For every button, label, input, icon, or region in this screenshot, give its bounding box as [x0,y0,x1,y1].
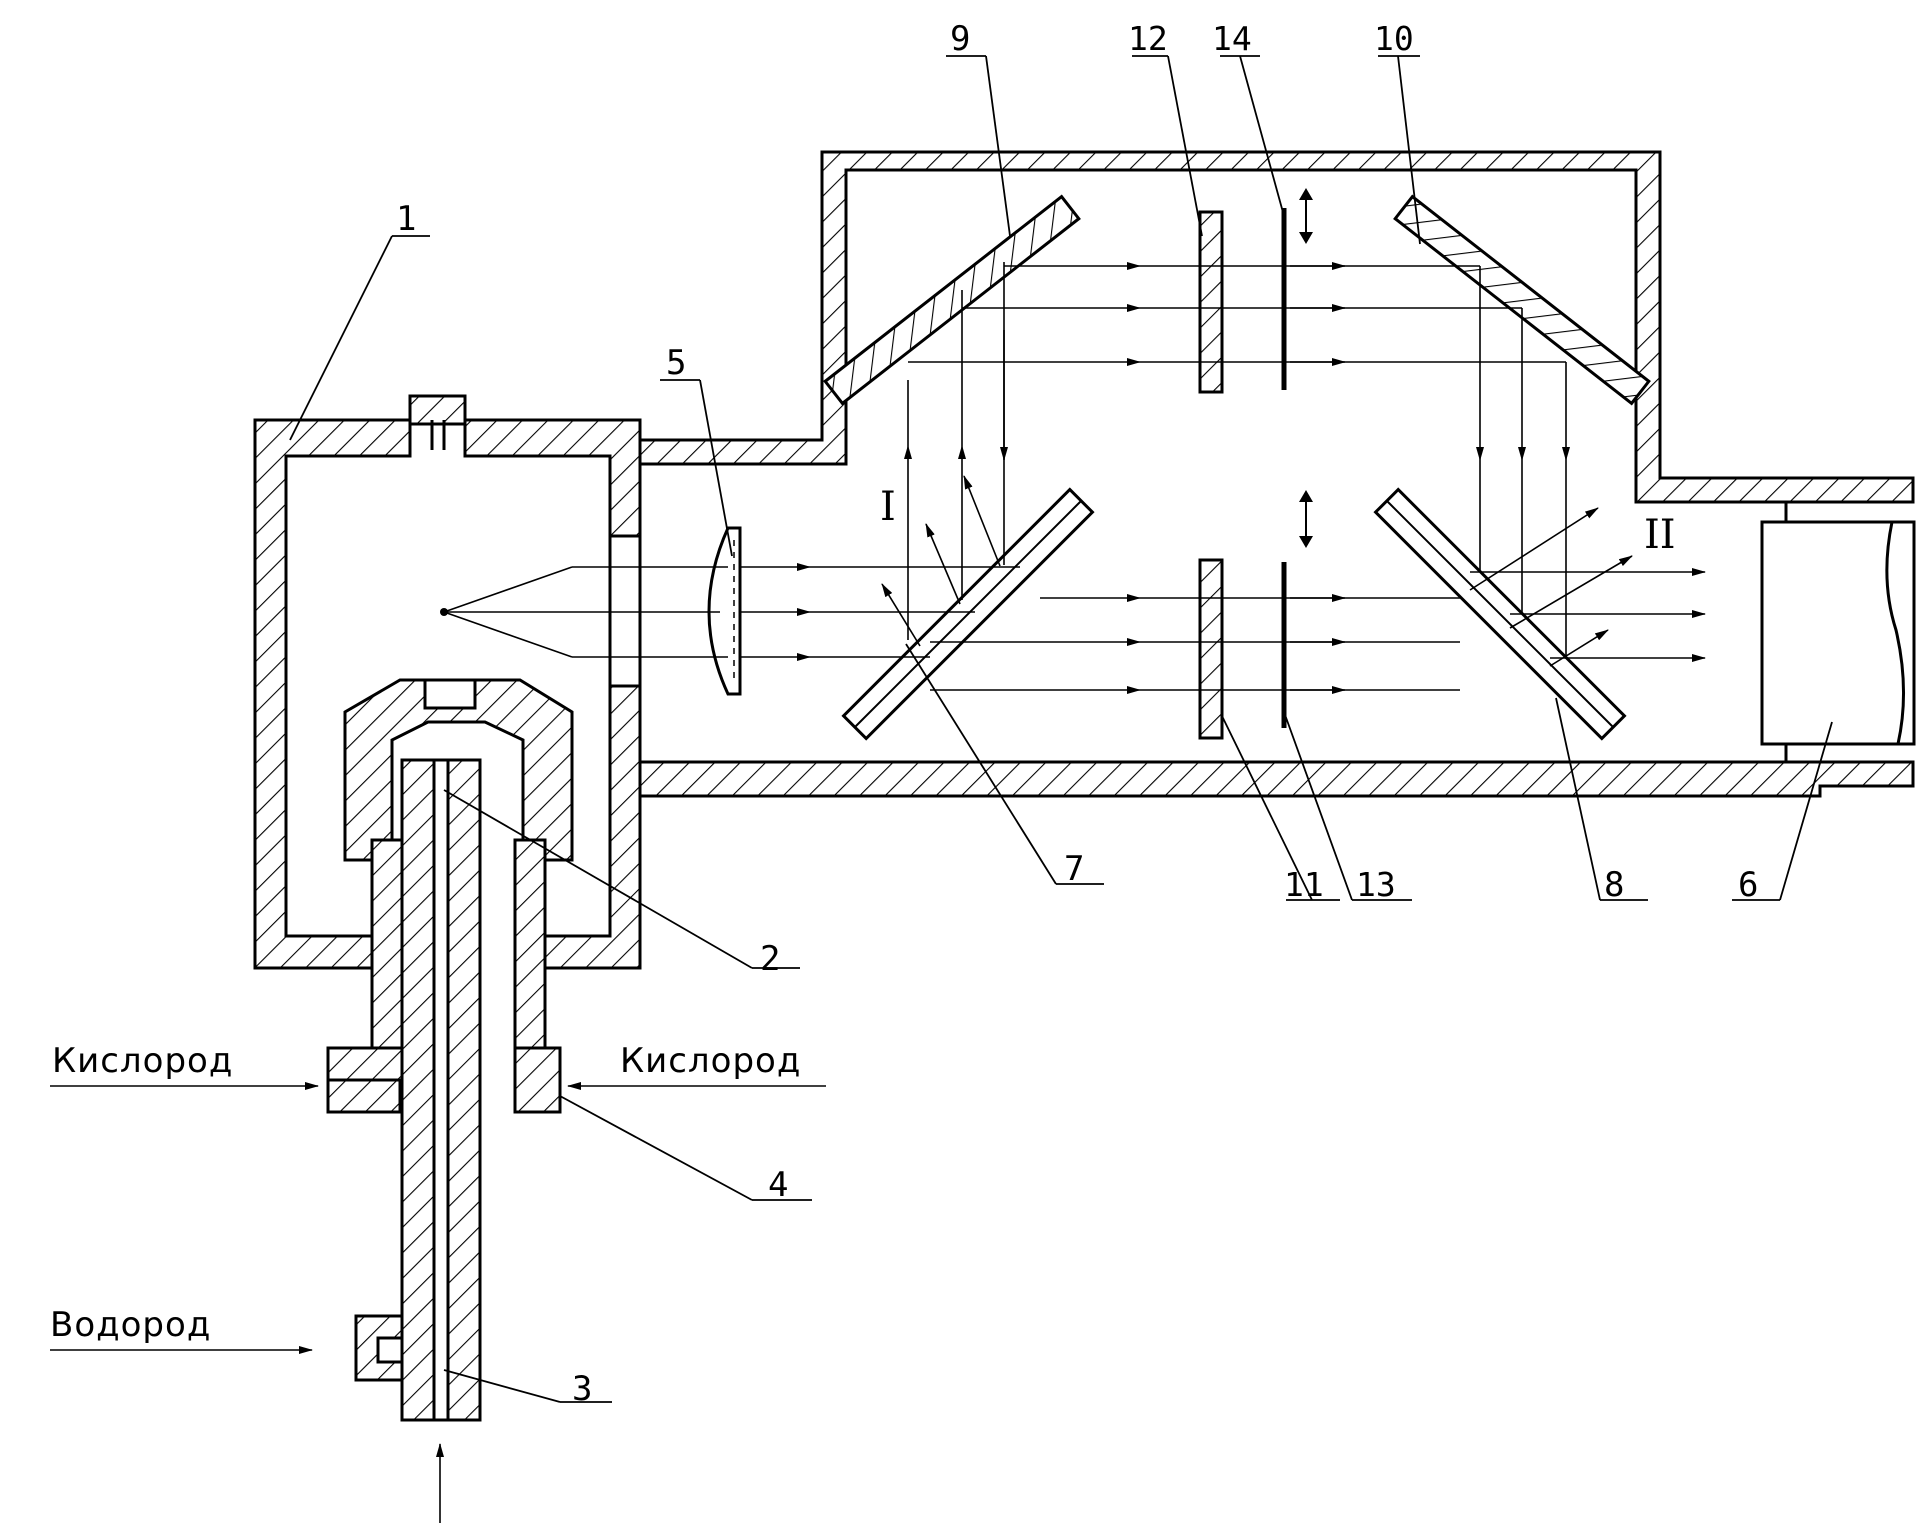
label-4: 4 [768,1165,788,1205]
label-beam-II: II [1644,512,1676,558]
detector-block [1762,522,1914,744]
optical-enclosure [640,152,1913,796]
label-14: 14 [1212,19,1252,58]
oxygen-outer-tube [328,840,560,1112]
lens-5 [709,528,740,694]
label-11: 11 [1284,865,1324,904]
label-13: 13 [1356,865,1396,904]
label-oxygen-right: Кислород [620,1041,801,1081]
modulator-14 [1284,188,1313,390]
label-beam-I: I [880,484,896,530]
label-5: 5 [666,343,686,383]
filter-11 [1200,560,1222,738]
label-10: 10 [1374,19,1414,58]
modulator-13 [1284,490,1313,728]
label-6: 6 [1738,865,1758,905]
label-7: 7 [1064,849,1084,889]
label-9: 9 [950,19,970,59]
filter-12 [1200,212,1222,392]
mirror-9 [825,197,1079,404]
label-hydrogen: Водород [50,1305,211,1345]
label-8: 8 [1604,865,1624,905]
label-3: 3 [572,1369,592,1409]
label-2: 2 [760,939,780,979]
label-1: 1 [396,199,416,239]
label-12: 12 [1128,19,1168,58]
label-oxygen-left: Кислород [52,1041,233,1081]
